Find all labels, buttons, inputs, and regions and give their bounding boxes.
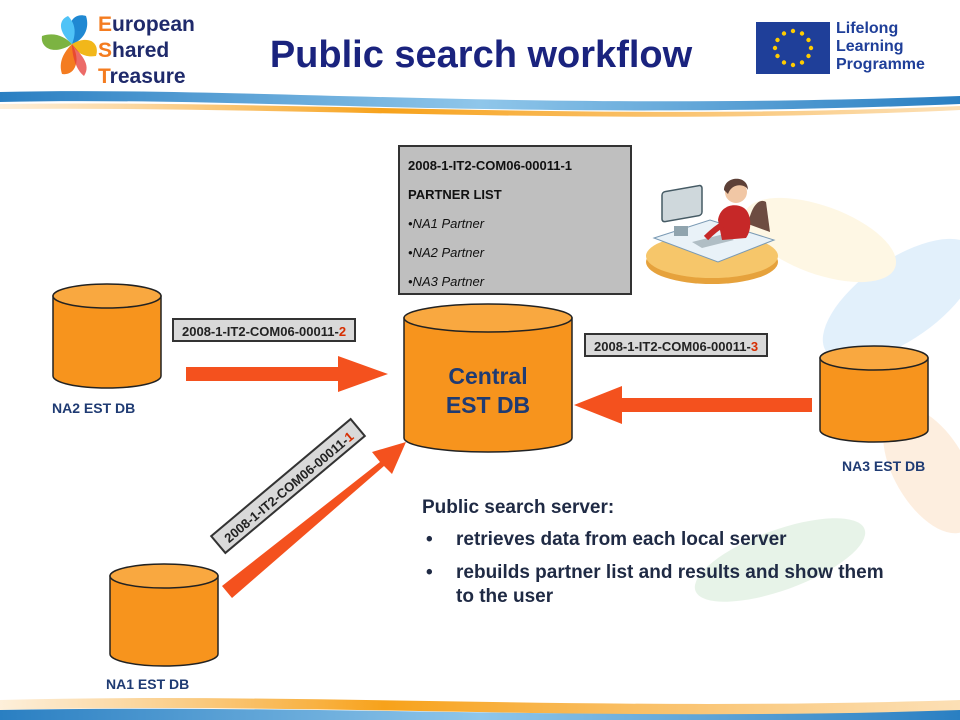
tag-na3-project-id: 2008-1-IT2-COM06-00011-3: [584, 333, 769, 357]
na1-db-label: NA1 EST DB: [106, 676, 190, 692]
central-db-cylinder: [403, 303, 573, 453]
logo-initial: S: [98, 39, 113, 62]
info-heading: Public search server:: [422, 497, 615, 518]
european-shared-treasure-logo: European Shared Treasure: [32, 8, 207, 92]
logo-word-2: Shared: [98, 38, 195, 64]
info-bullet-list: retrieves data from each local server re…: [422, 528, 902, 609]
logo-initial: T: [98, 65, 110, 88]
flower-logo-icon: [41, 15, 97, 76]
tag-na3-suffix: 3: [750, 339, 759, 354]
logo-word-1: European: [98, 12, 195, 38]
na3-db-label: NA3 EST DB: [842, 458, 926, 474]
central-db-line-2: EST DB: [445, 392, 531, 418]
llp-line-3: Programme: [836, 56, 925, 73]
tag-na2-suffix: 2: [338, 324, 347, 339]
tag-na3-prefix: 2008-1-IT2-COM06-00011-: [594, 339, 751, 354]
logo-word-3: Treasure: [98, 64, 195, 90]
partner-list-item: •NA1 Partner: [408, 216, 485, 231]
logo-word-rest: reasure: [109, 65, 186, 88]
llp-line-1: Lifelong: [836, 20, 899, 37]
na2-db-cylinder: [52, 283, 162, 389]
arrow-na3-to-central: [574, 386, 812, 424]
logo-initial: E: [98, 13, 113, 36]
page-title: Public search workflow: [269, 34, 693, 76]
info-bullet: rebuilds partner list and results and sh…: [422, 561, 902, 609]
tag-na2-prefix: 2008-1-IT2-COM06-00011-: [182, 324, 339, 339]
tag-na2-project-id: 2008-1-IT2-COM06-00011-2: [172, 318, 357, 342]
partner-list-heading: PARTNER LIST: [408, 187, 502, 202]
central-db-line-1: Central: [448, 363, 528, 389]
lifelong-learning-logo: Lifelong Learning Programme: [756, 20, 936, 76]
partner-list-project-id: 2008-1-IT2-COM06-00011-1: [408, 158, 573, 173]
na1-db-cylinder: [109, 563, 219, 667]
partner-list-box: 2008-1-IT2-COM06-00011-1 PARTNER LIST •N…: [398, 145, 632, 295]
logo-word-rest: uropean: [112, 13, 195, 36]
central-db-label: Central EST DB: [404, 362, 572, 420]
na3-db-cylinder: [819, 345, 929, 443]
info-block: Public search server: retrieves data fro…: [422, 496, 902, 618]
llp-line-2: Learning: [836, 38, 904, 55]
na2-db-label: NA2 EST DB: [52, 400, 136, 416]
eu-flag-icon: [756, 22, 830, 74]
arrow-na1-to-central: [222, 442, 406, 598]
arrow-na2-to-central: [186, 356, 388, 392]
info-bullet: retrieves data from each local server: [422, 528, 902, 552]
logo-word-rest: hared: [112, 39, 170, 62]
user-at-computer-icon: [646, 178, 778, 284]
partner-list-item: •NA3 Partner: [408, 274, 485, 289]
partner-list-item: •NA2 Partner: [408, 245, 485, 260]
